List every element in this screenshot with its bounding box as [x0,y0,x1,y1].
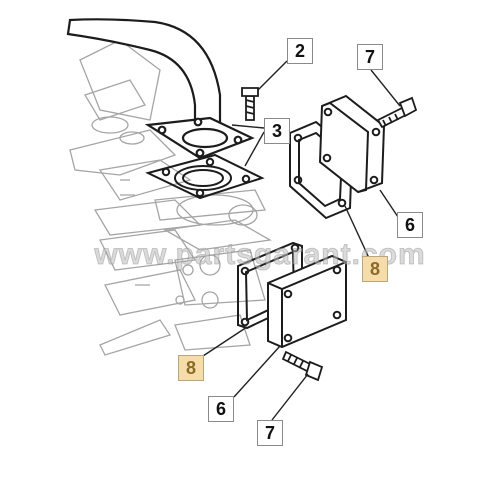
leader-3-a [231,124,265,129]
callout-8-right: 8 [362,256,388,282]
leader-7-top [370,69,401,107]
callout-2: 2 [287,38,313,64]
engine-block-outline [69,39,272,356]
leader-7-bottom [271,373,309,421]
gasket-3 [145,153,265,200]
callout-6-right: 6 [397,212,423,238]
leader-6-bottom [233,345,281,398]
leader-8-right [344,205,370,259]
bolt-7-upper [376,96,418,129]
leader-2 [257,60,288,91]
callout-7-bottom: 7 [257,420,283,446]
leader-8-left [202,326,248,357]
callout-7-top: 7 [357,44,383,70]
leader-3-b [244,131,265,167]
callout-6-bottom: 6 [208,396,234,422]
bolt-7-lower [281,350,324,382]
cover-plate-6-lower [267,254,347,349]
leader-lines [202,60,405,421]
callout-8-left: 8 [178,355,204,381]
callout-3: 3 [264,118,290,144]
exhaust-flange [144,116,255,160]
cover-plate-6-upper [318,94,386,194]
exhaust-pipe [66,18,222,132]
bolt-2 [241,87,259,121]
